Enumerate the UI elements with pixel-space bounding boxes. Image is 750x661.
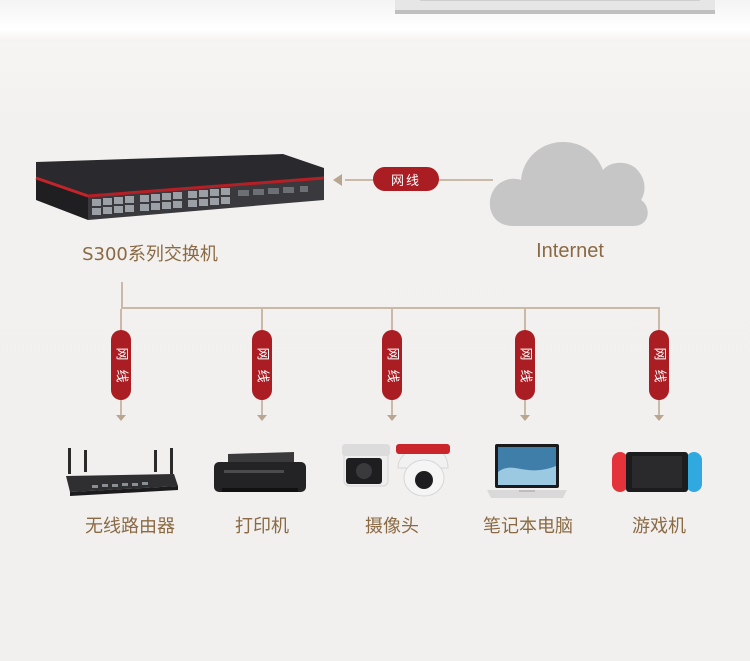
device-label-laptop: 笔记本电脑 bbox=[483, 516, 573, 537]
cable-tag-char: 线 bbox=[384, 369, 400, 383]
cable-tag-laptop: 网线 bbox=[515, 330, 535, 400]
cable-tag-char: 线 bbox=[254, 369, 270, 383]
cable-tag-game-console: 网线 bbox=[649, 330, 669, 400]
router-icon bbox=[66, 448, 178, 496]
wan-cable-tag: 网线 bbox=[373, 167, 439, 191]
arrow-down-icon bbox=[387, 415, 397, 421]
wan-arrow bbox=[333, 174, 342, 186]
cable-tag-char: 网 bbox=[517, 347, 533, 361]
top-strip bbox=[0, 0, 750, 42]
device-label-game-console: 游戏机 bbox=[632, 516, 686, 537]
server-edge-image bbox=[395, 0, 715, 14]
arrow-down-icon bbox=[520, 415, 530, 421]
cable-tag-camera: 网线 bbox=[382, 330, 402, 400]
printer-icon bbox=[214, 452, 306, 492]
device-label-printer: 打印机 bbox=[235, 516, 289, 537]
bus-cable bbox=[121, 307, 660, 309]
cable-tag-char: 网 bbox=[384, 347, 400, 361]
cable-tag-char: 网 bbox=[651, 347, 667, 361]
game-console-icon bbox=[612, 452, 702, 492]
arrow-down-icon bbox=[654, 415, 664, 421]
device-label-wireless-router: 无线路由器 bbox=[85, 516, 175, 537]
arrow-down-icon bbox=[257, 415, 267, 421]
internet-label: Internet bbox=[536, 240, 604, 262]
switch-label: S300系列交换机 bbox=[82, 244, 218, 265]
camera-icon bbox=[342, 444, 450, 497]
cable-tag-char: 线 bbox=[517, 369, 533, 383]
switch-image bbox=[35, 154, 325, 220]
trunk-cable bbox=[121, 282, 123, 308]
cable-tag-printer: 网线 bbox=[252, 330, 272, 400]
cable-tag-wireless-router: 网线 bbox=[111, 330, 131, 400]
device-label-camera: 摄像头 bbox=[365, 516, 419, 537]
cloud-icon bbox=[489, 142, 648, 226]
cable-tag-char: 网 bbox=[254, 347, 270, 361]
cable-tag-char: 线 bbox=[113, 369, 129, 383]
arrow-down-icon bbox=[116, 415, 126, 421]
cable-tag-char: 线 bbox=[651, 369, 667, 383]
laptop-icon bbox=[487, 444, 567, 498]
cable-tag-char: 网 bbox=[113, 347, 129, 361]
